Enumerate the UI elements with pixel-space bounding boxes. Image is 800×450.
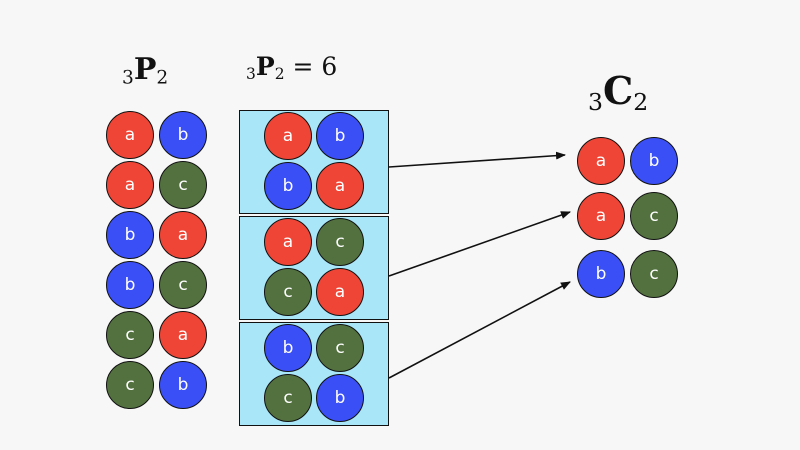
- ball-a: a: [264, 112, 312, 160]
- heading-equation: = 6: [284, 52, 338, 81]
- heading-letter: P: [255, 52, 275, 81]
- ball-b: b: [316, 374, 364, 422]
- ball-b: b: [316, 112, 364, 160]
- ball-c: c: [316, 218, 364, 266]
- ball-a: a: [159, 311, 207, 359]
- combination-heading: 3C2: [588, 68, 648, 116]
- permutation-group-box: [239, 216, 389, 320]
- ball-b: b: [630, 137, 678, 185]
- ball-a: a: [316, 162, 364, 210]
- permutation-count-heading: 3P2 = 6: [246, 52, 337, 83]
- ball-b: b: [264, 162, 312, 210]
- ball-c: c: [316, 324, 364, 372]
- ball-c: c: [630, 192, 678, 240]
- mapping-arrow: [388, 211, 571, 277]
- mapping-arrow: [388, 281, 571, 379]
- heading-subscript: 2: [633, 87, 649, 116]
- ball-c: c: [264, 374, 312, 422]
- ball-b: b: [159, 111, 207, 159]
- ball-a: a: [264, 218, 312, 266]
- ball-a: a: [106, 111, 154, 159]
- ball-a: a: [577, 192, 625, 240]
- ball-b: b: [106, 261, 154, 309]
- mapping-arrow: [388, 151, 566, 168]
- permutation-group-box: [239, 110, 389, 214]
- heading-letter: P: [133, 52, 157, 87]
- ball-b: b: [264, 324, 312, 372]
- ball-a: a: [316, 268, 364, 316]
- ball-c: c: [264, 268, 312, 316]
- ball-a: a: [577, 137, 625, 185]
- heading-subscript: 2: [156, 67, 169, 89]
- ball-a: a: [159, 211, 207, 259]
- ball-a: a: [106, 161, 154, 209]
- ball-c: c: [159, 261, 207, 309]
- ball-c: c: [106, 361, 154, 409]
- permutation-heading-left: 3P2: [122, 52, 168, 89]
- ball-b: b: [159, 361, 207, 409]
- heading-letter: C: [602, 68, 634, 113]
- heading-prefix: 3: [246, 64, 256, 83]
- heading-prefix: 3: [122, 67, 134, 89]
- ball-b: b: [577, 250, 625, 298]
- ball-c: c: [106, 311, 154, 359]
- heading-subscript: 2: [274, 64, 285, 83]
- heading-prefix: 3: [588, 87, 603, 116]
- permutation-group-box: [239, 322, 389, 426]
- ball-c: c: [159, 161, 207, 209]
- ball-c: c: [630, 250, 678, 298]
- ball-b: b: [106, 211, 154, 259]
